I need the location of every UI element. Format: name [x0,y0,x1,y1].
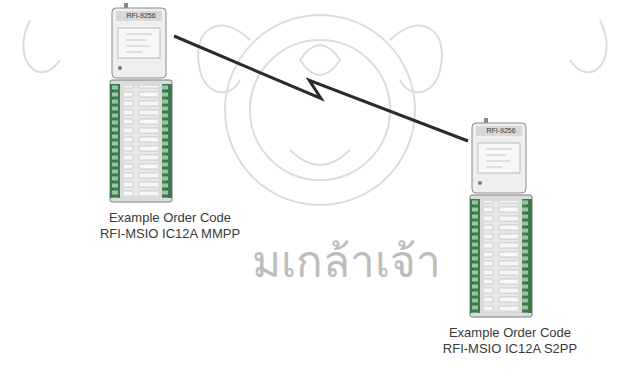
rf-io-unit [470,118,532,317]
order-code-caption: Example Order Code RFI-MSIO IC12A MMPP [95,210,245,242]
model-label: RFI-9256 [108,12,174,19]
wireless-link [174,36,468,141]
rf-io-unit: RFI-9256Example Order Code RFI-MSIO IC12… [108,6,174,204]
rf-io-unit: RFI-9256Example Order Code RFI-MSIO IC12… [468,121,534,319]
watermark-text: มเกล้าเจ้า [252,226,441,296]
order-code-caption: Example Order Code RFI-MSIO IC12A S2PP [435,325,585,357]
model-label: RFI-9256 [468,127,534,134]
rf-io-unit [110,3,172,202]
